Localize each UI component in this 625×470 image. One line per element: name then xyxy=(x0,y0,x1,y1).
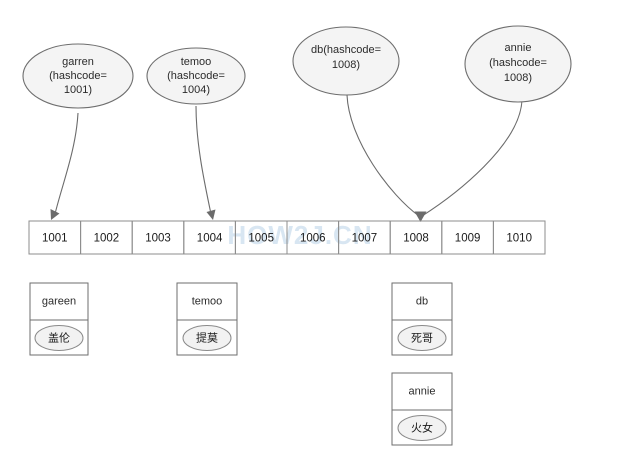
db-value: 死哥 xyxy=(411,332,433,345)
annie-ellipse[interactable] xyxy=(464,25,572,103)
arrowhead-garren xyxy=(50,209,60,220)
temoo-box-key-cell[interactable] xyxy=(176,282,238,321)
array-cell-label-8: 1009 xyxy=(455,233,481,245)
entry-box-db[interactable]: db 死哥 xyxy=(391,282,453,356)
garren-line3: 1001) xyxy=(64,84,92,96)
connector-annie-to-1008 xyxy=(421,99,523,217)
db-box-key-cell[interactable] xyxy=(391,282,453,321)
entry-box-annie[interactable]: annie 火女 xyxy=(391,372,453,446)
array-cell-label-5: 1006 xyxy=(300,233,326,245)
gareen-key: gareen xyxy=(42,295,76,307)
arrowhead-1008 xyxy=(414,211,427,222)
connector-db-to-1008 xyxy=(346,94,420,217)
array-cell-label-7: 1008 xyxy=(403,233,429,245)
annie-key: annie xyxy=(409,385,436,397)
array-cell-label-0: 1001 xyxy=(42,233,68,245)
watermark: HOW2J.CN xyxy=(227,220,372,250)
array-cell-label-4: 1005 xyxy=(248,233,274,245)
db-key: db xyxy=(416,295,428,307)
garren-ellipse[interactable] xyxy=(22,43,134,109)
entry-box-temoo[interactable]: temoo 提莫 xyxy=(176,282,238,356)
array-cell-label-2: 1003 xyxy=(145,233,171,245)
entry-box-gareen[interactable]: gareen 盖伦 xyxy=(29,282,89,356)
gareen-value: 盖伦 xyxy=(48,331,70,345)
annie-value-ellipse[interactable] xyxy=(397,415,447,441)
gareen-box-key-cell[interactable] xyxy=(29,282,89,321)
hash-node-db[interactable]: db(hashcode= 1008) xyxy=(292,26,400,96)
bucket-array: 1001 1002 1003 1004 1005 1006 1007 1008 … xyxy=(28,220,546,255)
hash-node-temoo[interactable]: temoo (hashcode= 1004) xyxy=(146,47,246,105)
connector-group xyxy=(50,94,523,222)
db-line2: 1008) xyxy=(332,59,360,71)
annie-line3: 1008) xyxy=(504,72,532,84)
array-cell-9[interactable] xyxy=(492,220,546,255)
garren-line2: (hashcode= xyxy=(49,70,107,82)
hash-node-garren[interactable]: garren (hashcode= 1001) xyxy=(22,43,134,109)
arrowhead-temoo xyxy=(206,209,216,220)
garren-line1: garren xyxy=(62,56,94,68)
annie-line2: (hashcode= xyxy=(489,57,547,69)
array-cell-label-1: 1002 xyxy=(94,233,120,245)
hash-node-annie[interactable]: annie (hashcode= 1008) xyxy=(464,25,572,103)
temoo-line3: 1004) xyxy=(182,84,210,96)
array-cell-label-9: 1010 xyxy=(506,233,532,245)
temoo-line1: temoo xyxy=(181,56,212,68)
temoo-value: 提莫 xyxy=(196,332,218,345)
connector-temoo-to-1004 xyxy=(195,105,212,215)
gareen-value-ellipse[interactable] xyxy=(34,325,84,351)
temoo-ellipse[interactable] xyxy=(146,47,246,105)
annie-line1: annie xyxy=(505,42,532,54)
db-ellipse[interactable] xyxy=(292,26,400,96)
annie-box-key-cell[interactable] xyxy=(391,372,453,411)
array-cell-label-6: 1007 xyxy=(352,233,378,245)
connector-garren-to-1001 xyxy=(54,112,79,215)
temoo-line2: (hashcode= xyxy=(167,70,225,82)
array-cell-label-3: 1004 xyxy=(197,233,223,245)
annie-value: 火女 xyxy=(411,421,433,435)
db-line1: db(hashcode= xyxy=(311,44,381,56)
temoo-value-ellipse[interactable] xyxy=(182,325,232,351)
db-value-ellipse[interactable] xyxy=(397,325,447,351)
temoo-key: temoo xyxy=(192,295,223,307)
